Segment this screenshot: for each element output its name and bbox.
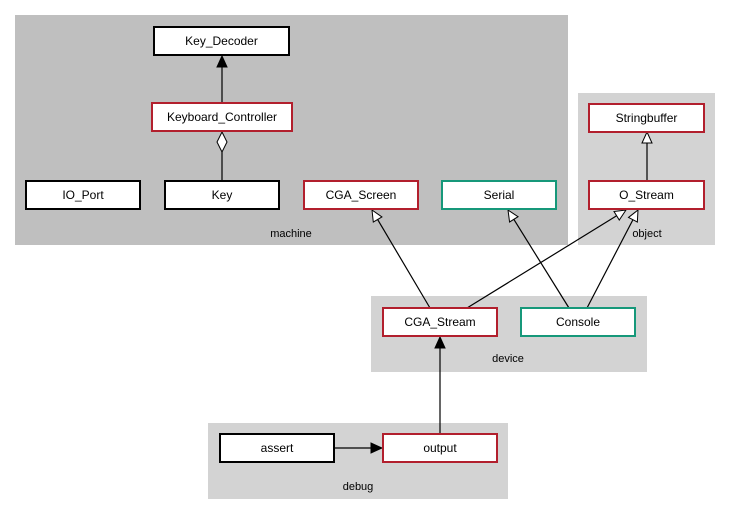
inheritance-arrowhead-icon: [627, 208, 639, 223]
node-box[interactable]: [153, 26, 290, 56]
dependency-arrowhead-icon: [370, 442, 384, 454]
inheritance-arrowhead-icon: [613, 209, 628, 221]
node-io-port[interactable]: IO_Port: [25, 180, 141, 210]
dependency-arrowhead-icon: [434, 335, 446, 349]
node-label: Key_Decoder: [185, 34, 258, 48]
edge-cga_stream-to-cga_screen: [371, 208, 431, 309]
node-box[interactable]: [25, 180, 141, 210]
node-label: Key: [212, 188, 233, 202]
dependency-arrowhead-icon: [216, 54, 228, 68]
edge-line: [466, 215, 617, 309]
node-label: output: [423, 441, 457, 455]
inheritance-arrowhead-icon: [641, 130, 653, 144]
aggregation-diamond-icon: [216, 130, 228, 154]
node-box[interactable]: [219, 433, 335, 463]
node-box[interactable]: [151, 102, 293, 132]
cluster-label: object: [632, 228, 661, 240]
edge-o_stream-to-stringbuffer: [641, 130, 653, 181]
node-cga-screen[interactable]: CGA_Screen: [303, 180, 419, 210]
node-stringbuffer[interactable]: Stringbuffer: [588, 103, 705, 133]
node-assert[interactable]: assert: [219, 433, 335, 463]
node-box[interactable]: [164, 180, 280, 210]
node-label: Stringbuffer: [616, 111, 678, 125]
node-label: CGA_Stream: [404, 315, 475, 329]
edge-line: [377, 219, 431, 309]
node-o-stream[interactable]: O_Stream: [588, 180, 705, 210]
node-serial[interactable]: Serial: [441, 180, 557, 210]
inheritance-arrowhead-icon: [507, 208, 519, 223]
edge-key-to-keyboard_controller: [216, 130, 228, 181]
node-box[interactable]: [520, 307, 636, 337]
cluster-label: debug: [343, 481, 374, 493]
node-label: IO_Port: [62, 188, 104, 202]
node-box[interactable]: [303, 180, 419, 210]
edge-line: [513, 219, 570, 309]
node-label: Keyboard_Controller: [167, 110, 277, 124]
node-output[interactable]: output: [382, 433, 498, 463]
cluster-label: machine: [270, 228, 312, 240]
node-box[interactable]: [588, 103, 705, 133]
node-cga-stream[interactable]: CGA_Stream: [382, 307, 498, 337]
edge-line: [586, 219, 634, 309]
node-box[interactable]: [441, 180, 557, 210]
node-box[interactable]: [588, 180, 705, 210]
cluster-label: device: [492, 353, 524, 365]
node-console[interactable]: Console: [520, 307, 636, 337]
node-key-decoder[interactable]: Key_Decoder: [153, 26, 290, 56]
inheritance-arrowhead-icon: [371, 208, 383, 223]
edge-output-to-cga_stream: [434, 335, 446, 434]
edge-console-to-o_stream: [586, 208, 639, 309]
node-label: Serial: [484, 188, 515, 202]
node-label: O_Stream: [619, 188, 674, 202]
node-box[interactable]: [382, 433, 498, 463]
edge-keyboard_controller-to-key_decoder: [216, 54, 228, 103]
node-label: Console: [556, 315, 600, 329]
edge-console-to-serial: [507, 208, 570, 309]
node-box[interactable]: [382, 307, 498, 337]
edge-cga_stream-to-o_stream: [466, 209, 628, 309]
node-keyboard-controller[interactable]: Keyboard_Controller: [151, 102, 293, 132]
node-label: assert: [261, 441, 294, 455]
edge-assert-to-output: [335, 442, 384, 454]
node-label: CGA_Screen: [326, 188, 397, 202]
node-key[interactable]: Key: [164, 180, 280, 210]
